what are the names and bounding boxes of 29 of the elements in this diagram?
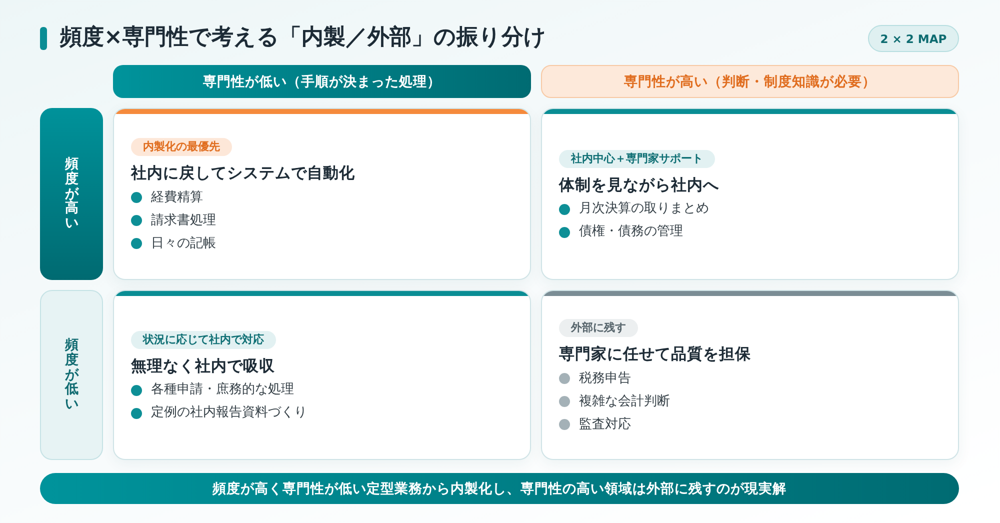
row-header: 頻度が低い: [40, 290, 103, 460]
column-header: 専門性が高い（判断・制度知識が必要）: [541, 65, 959, 98]
item-text: 監査対応: [579, 416, 631, 434]
row-header: 頻度が高い: [40, 108, 103, 280]
column-header: 専門性が低い（手順が決まった処理）: [113, 65, 531, 98]
tag-pill: 外部に残す: [559, 319, 638, 337]
quadrant-card: [113, 108, 531, 280]
card-heading: 社内に戻してシステムで自動化: [131, 163, 356, 184]
quadrant-card: [541, 108, 959, 280]
item-text: 債権・債務の管理: [579, 223, 683, 241]
card-heading: 体制を見ながら社内へ: [559, 174, 720, 196]
card-heading: 無理なく社内で吸収: [131, 356, 276, 376]
tag-pill: 社内中心＋専門家サポート: [559, 150, 715, 168]
quadrant-card: [541, 290, 959, 460]
item-text: 請求書処理: [151, 212, 216, 230]
tag-pill: 内製化の最優先: [131, 138, 232, 156]
item-text: 各種申請・庶務的な処理: [151, 381, 294, 399]
tag-pill: 状況に応じて社内で対応: [131, 330, 276, 348]
page-title: 頻度×専門性で考える「内製／外部」の振り分け: [60, 24, 546, 52]
map-badge: 2 × 2 MAP: [868, 25, 959, 52]
quadrant-card: [113, 290, 531, 460]
summary-banner: 頻度が高く専門性が低い定型業務から内製化し、専門性の高い領域は外部に残すのが現実解: [40, 473, 959, 504]
item-text: 定例の社内報告資料づくり: [151, 404, 307, 422]
item-text: 経費精算: [151, 188, 203, 206]
item-text: 日々の記帳: [151, 234, 216, 252]
card-heading: 専門家に任せて品質を担保: [559, 344, 752, 365]
item-text: 複雑な会計判断: [579, 392, 670, 410]
item-text: 月次決算の取りまとめ: [579, 200, 709, 218]
item-text: 税務申告: [579, 370, 631, 388]
